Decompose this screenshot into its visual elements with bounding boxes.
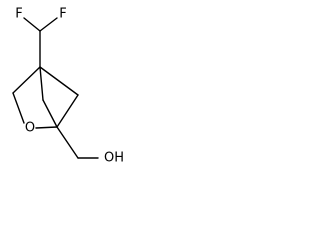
atom-label-fluorine-right: F [59,7,66,22]
bond-c4-to-ch2-bridge [39,66,79,96]
bond-c1-to-ch2oh [56,126,79,159]
bond-c4-to-ch2-front [39,66,44,101]
bond-chf2-to-f-right [39,17,58,32]
bond-oxygen-to-c1 [35,126,58,129]
bond-ch2-bridge-to-c1 [56,94,79,128]
bond-ch2-left-to-oxygen [12,92,25,124]
atom-labels: F F O OH [15,7,124,166]
bond-c4-to-ch2-left [12,66,41,94]
bonds [12,17,99,159]
bond-ch2-front-to-c1 [42,99,58,128]
atom-label-fluorine-left: F [15,7,22,22]
chemical-structure-diagram: F F O OH [12,7,124,166]
bond-chf2-to-f-left [23,17,41,32]
atom-label-ring-oxygen: O [25,121,35,136]
atom-label-hydroxyl: OH [104,151,124,166]
